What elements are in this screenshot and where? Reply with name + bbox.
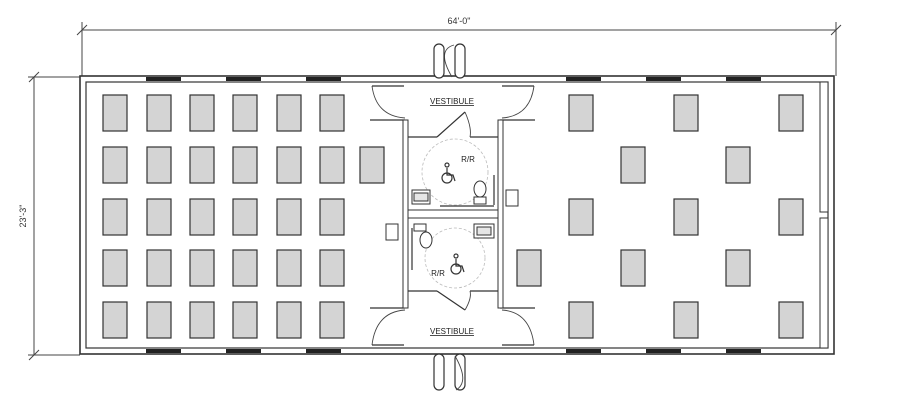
- desk: [319, 198, 345, 236]
- desk: [102, 249, 128, 287]
- desk: [146, 249, 172, 287]
- central-core: [370, 119, 535, 309]
- desk: [232, 146, 258, 184]
- module-seam-right: [819, 81, 829, 349]
- desk: [673, 94, 699, 132]
- desk: [102, 198, 128, 236]
- restroom-bottom: R/R: [385, 223, 495, 311]
- desk: [516, 249, 542, 287]
- desk: [189, 301, 215, 339]
- door-top-vestibule-left: [371, 85, 406, 119]
- desk: [276, 301, 302, 339]
- dimension-depth: 23'-3": [18, 71, 80, 361]
- desk: [232, 249, 258, 287]
- desk: [189, 94, 215, 132]
- desk: [673, 198, 699, 236]
- desk: [276, 198, 302, 236]
- vestibule-bottom-label: VESTIBULE: [430, 327, 474, 336]
- door-top-vestibule-right: [501, 85, 535, 119]
- desk: [189, 146, 215, 184]
- toilet-icon: [473, 180, 487, 205]
- sink-icon: [411, 189, 431, 205]
- restroom-bottom-label: R/R: [431, 269, 445, 278]
- desk: [189, 198, 215, 236]
- desk: [568, 94, 594, 132]
- windows: [146, 77, 761, 353]
- desk: [232, 94, 258, 132]
- desk: [319, 146, 345, 184]
- dimension-depth-label: 23'-3": [18, 205, 28, 228]
- desk: [568, 301, 594, 339]
- desks-left: [102, 94, 385, 339]
- desk: [319, 249, 345, 287]
- desk: [276, 146, 302, 184]
- desk: [232, 198, 258, 236]
- desk: [102, 301, 128, 339]
- desk: [620, 146, 646, 184]
- restroom-top: R/R: [411, 111, 519, 207]
- desk: [146, 146, 172, 184]
- desk: [102, 146, 128, 184]
- door-top-entry: [433, 43, 466, 79]
- desk: [319, 301, 345, 339]
- desk: [568, 198, 594, 236]
- toilet-icon: [413, 223, 433, 249]
- wheelchair-accessible-icon: [441, 162, 456, 184]
- desk: [146, 94, 172, 132]
- dimension-width: 64'-0": [76, 16, 842, 76]
- desk: [778, 301, 804, 339]
- desk: [102, 94, 128, 132]
- sink-icon: [473, 223, 495, 239]
- desk-teacher: [359, 146, 385, 184]
- desk: [620, 249, 646, 287]
- desk: [276, 94, 302, 132]
- vestibule-top-label: VESTIBULE: [430, 97, 474, 106]
- restroom-top-label: R/R: [461, 155, 475, 164]
- desk: [725, 146, 751, 184]
- wheelchair-accessible-icon: [450, 253, 465, 275]
- desk: [276, 249, 302, 287]
- desk: [146, 301, 172, 339]
- door-bottom-vestibule-left: [371, 309, 406, 346]
- desk: [725, 249, 751, 287]
- desk: [778, 198, 804, 236]
- desk: [778, 94, 804, 132]
- desk: [189, 249, 215, 287]
- desk: [146, 198, 172, 236]
- desk: [673, 301, 699, 339]
- desks-right: [516, 94, 804, 339]
- door-bottom-entry: [433, 353, 466, 391]
- dimension-width-label: 64'-0": [448, 16, 471, 26]
- desk: [232, 301, 258, 339]
- door-bottom-vestibule-right: [501, 309, 535, 346]
- desk: [319, 94, 345, 132]
